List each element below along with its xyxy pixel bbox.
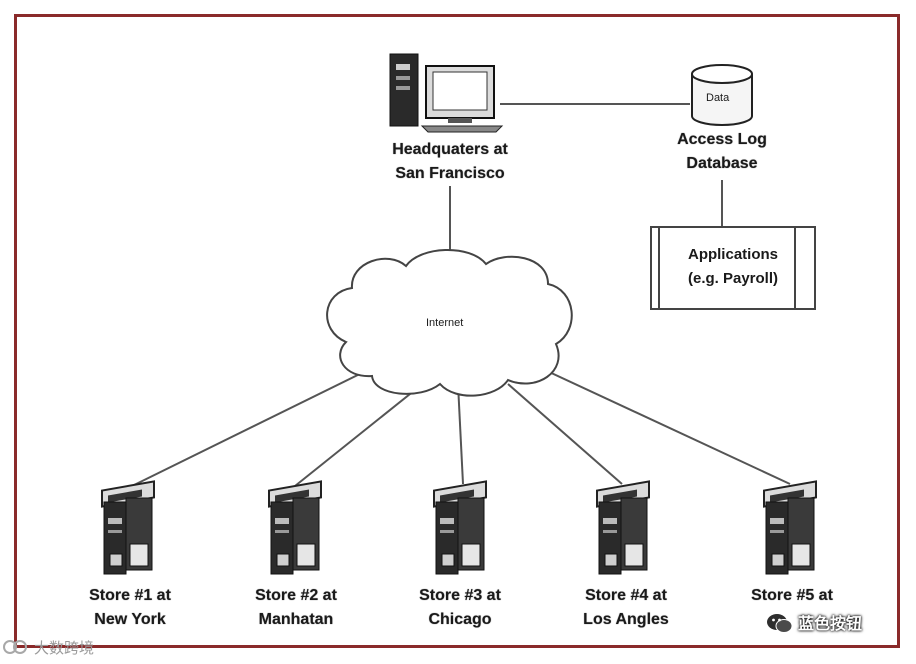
store-label-line2: Los Angles (583, 611, 669, 628)
store-2-label: Store #2 at Manhatan (228, 584, 364, 632)
line-internet-store5 (531, 363, 791, 485)
applications-label: Applications (e.g. Payroll) (652, 243, 814, 291)
applications-box-left-bar (658, 228, 666, 308)
applications-box: Applications (e.g. Payroll) (650, 226, 816, 310)
store-label-line1: Store #4 at (585, 587, 667, 604)
line-internet-store3 (457, 383, 464, 485)
headquarters-label-line2: San Francisco (395, 165, 505, 182)
headquarters-computer-icon (389, 53, 504, 133)
store-2-server-icon (268, 480, 322, 575)
store-3-label: Store #3 at Chicago (392, 584, 528, 632)
store-label-line2: New York (94, 611, 166, 628)
store-4-server-icon (596, 480, 650, 575)
applications-label-line2: (e.g. Payroll) (687, 270, 779, 287)
store-label-line2: Manhatan (258, 611, 334, 628)
headquarters-label-line1: Headquaters at (392, 141, 508, 158)
headquarters-label: Headquaters at San Francisco (352, 138, 548, 186)
store-label-line1: Store #3 at (419, 587, 501, 604)
database-icon-label: Data (706, 92, 730, 104)
watermark-wechat-icon (767, 614, 793, 633)
store-label-line1: Store #5 at (751, 587, 833, 604)
line-internet-store4 (507, 383, 623, 485)
database-label-line1: Access Log (677, 131, 767, 148)
connection-lines (127, 103, 791, 489)
watermark-logo-icon (3, 640, 27, 654)
database-icon (691, 64, 753, 126)
store-label-line1: Store #1 at (89, 587, 171, 604)
applications-label-line1: Applications (687, 246, 778, 263)
store-5-server-icon (763, 480, 817, 575)
internet-label: Internet (426, 317, 464, 329)
store-4-label: Store #4 at Los Angles (558, 584, 694, 632)
line-internet-store1 (127, 365, 377, 489)
database-label-line2: Database (686, 155, 758, 172)
store-1-server-icon (101, 480, 155, 575)
store-label-line1: Store #2 at (255, 587, 337, 604)
store-label-line2: Chicago (428, 611, 492, 628)
applications-box-right-bar (794, 228, 802, 308)
watermark-left-text: 大数跨境 (34, 640, 95, 657)
watermark-right-text: 蓝色按钮 (798, 616, 863, 633)
store-3-server-icon (433, 480, 487, 575)
internet-cloud (326, 248, 573, 397)
database-label: Access Log Database (652, 128, 792, 176)
store-1-label: Store #1 at New York (62, 584, 198, 632)
line-internet-store2 (294, 385, 421, 487)
store-5-label: Store #5 at (724, 584, 860, 608)
